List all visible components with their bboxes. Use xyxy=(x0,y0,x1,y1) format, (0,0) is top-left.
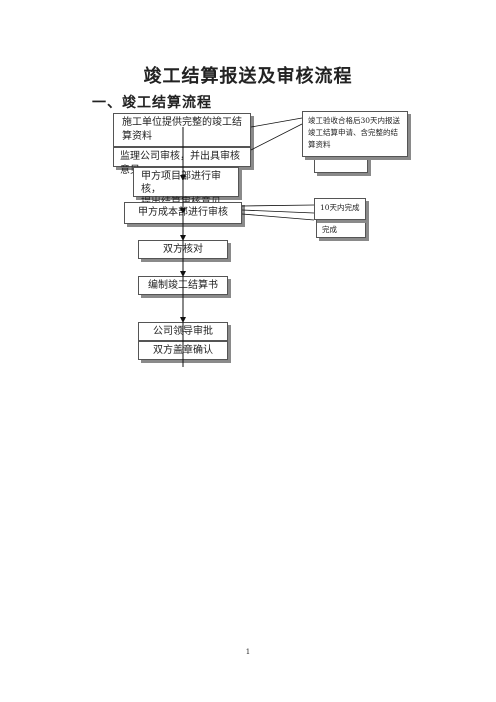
note-ten-days: 10天内完成 xyxy=(314,198,366,220)
step-cost-dept-review-label: 甲方成本部进行审核 xyxy=(138,207,228,218)
connector-note2-b xyxy=(241,209,315,214)
connector-note2-c xyxy=(241,213,315,221)
connector-note2-a xyxy=(241,204,315,207)
note-ten-days-back-text: 完成 xyxy=(322,225,337,234)
step-compile-statement-label: 编制竣工结算书 xyxy=(148,280,218,291)
step-compile-statement: 编制竣工结算书 xyxy=(138,276,228,295)
step-seal-confirm-label: 双方盖章确认 xyxy=(153,345,213,356)
step-supervisor-review-label: 监理公司审核，并出具审核意见 xyxy=(120,151,240,176)
step-project-dept-review-line1: 甲方项目部进行审核， xyxy=(141,171,221,195)
step-mutual-check: 双方核对 xyxy=(138,240,228,259)
section-heading: 一、竣工结算流程 xyxy=(92,95,212,111)
note-submission-deadline-text: 竣工验收合格后30天内报送竣工结算申请、含完整的结算资料 xyxy=(308,116,401,149)
connector-note1-b xyxy=(250,123,303,151)
step-mutual-check-label: 双方核对 xyxy=(163,244,203,255)
note-ten-days-text: 10天内完成 xyxy=(320,203,360,212)
step-cost-dept-review: 甲方成本部进行审核 xyxy=(124,202,242,224)
step-seal-confirm: 双方盖章确认 xyxy=(138,341,228,360)
page-title: 竣工结算报送及审核流程 xyxy=(143,66,353,87)
step-project-dept-review: 甲方项目部进行审核， 提出结算审核意见 xyxy=(133,167,239,208)
page-number: 1 xyxy=(245,648,251,656)
connector-note1-a xyxy=(250,117,303,128)
step-contractor-submit: 施工单位提供完整的竣工结算资料 xyxy=(113,113,251,147)
step-supervisor-review: 监理公司审核，并出具审核意见 xyxy=(113,147,251,176)
step-contractor-submit-label: 施工单位提供完整的竣工结算资料 xyxy=(122,117,242,142)
step-leader-approval: 公司领导审批 xyxy=(138,322,228,341)
note-submission-deadline: 竣工验收合格后30天内报送竣工结算申请、含完整的结算资料 xyxy=(302,111,408,157)
step-leader-approval-label: 公司领导审批 xyxy=(153,326,213,337)
